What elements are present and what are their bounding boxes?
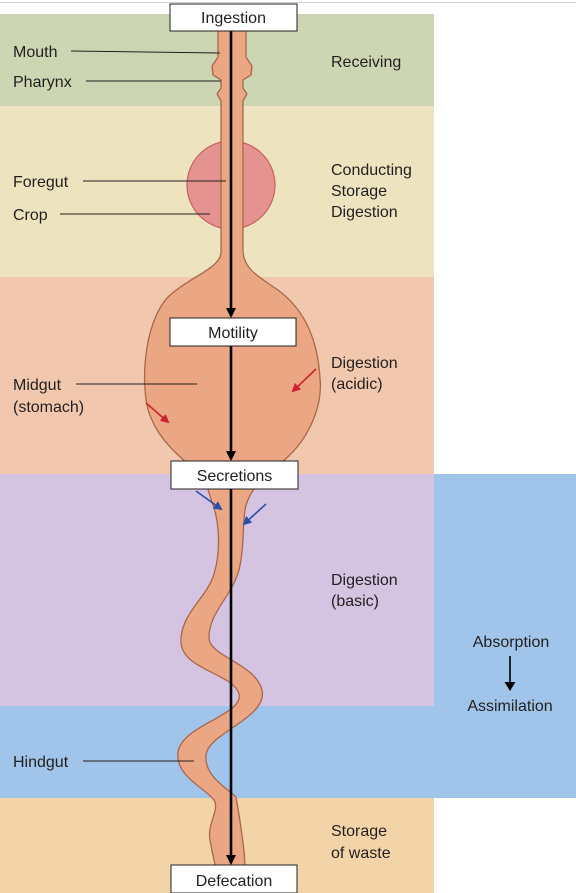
secretions-box: Secretions (170, 460, 299, 490)
absorption-label: Absorption (473, 634, 550, 651)
mouth-label: Mouth (13, 44, 57, 61)
acid-secretion-arrow-right (291, 368, 317, 393)
down-arrow-icon (504, 656, 516, 691)
basic-label: (basic) (331, 593, 379, 610)
acidic-digestion-label: Digestion (331, 355, 398, 372)
basic-secretion-arrow-left (195, 490, 223, 511)
ingestion-box: Ingestion (169, 3, 298, 32)
leader-lines (60, 50, 226, 762)
basic-secretion-arrow-right (242, 503, 267, 526)
digestion-label: Digestion (331, 204, 398, 221)
motility-label: Motility (208, 325, 258, 342)
leader-mouth (70, 50, 221, 54)
conducting-label: Conducting (331, 162, 412, 179)
motility-box: Motility (169, 317, 297, 347)
hindgut-label: Hindgut (13, 754, 69, 771)
pharynx-label: Pharynx (13, 74, 72, 91)
crop-label: Crop (13, 207, 48, 224)
receiving-label: Receiving (331, 54, 401, 71)
storage-label: Storage (331, 183, 387, 200)
acidic-label: (acidic) (331, 376, 383, 393)
absorption-column (434, 474, 576, 798)
defecation-box: Defecation (170, 864, 298, 893)
acid-secretion-arrow-left (145, 402, 170, 424)
waste-storage-label: Storage (331, 823, 387, 840)
of-waste-label: of waste (331, 845, 391, 862)
basic-digestion-label: Digestion (331, 572, 398, 589)
ingestion-label: Ingestion (201, 10, 266, 27)
defecation-label: Defecation (196, 873, 273, 890)
foregut-label: Foregut (13, 174, 69, 191)
assimilation-label: Assimilation (467, 698, 552, 715)
midgut-label: Midgut (13, 377, 62, 394)
secretions-label: Secretions (197, 468, 273, 485)
midgut-sublabel: (stomach) (13, 399, 84, 416)
